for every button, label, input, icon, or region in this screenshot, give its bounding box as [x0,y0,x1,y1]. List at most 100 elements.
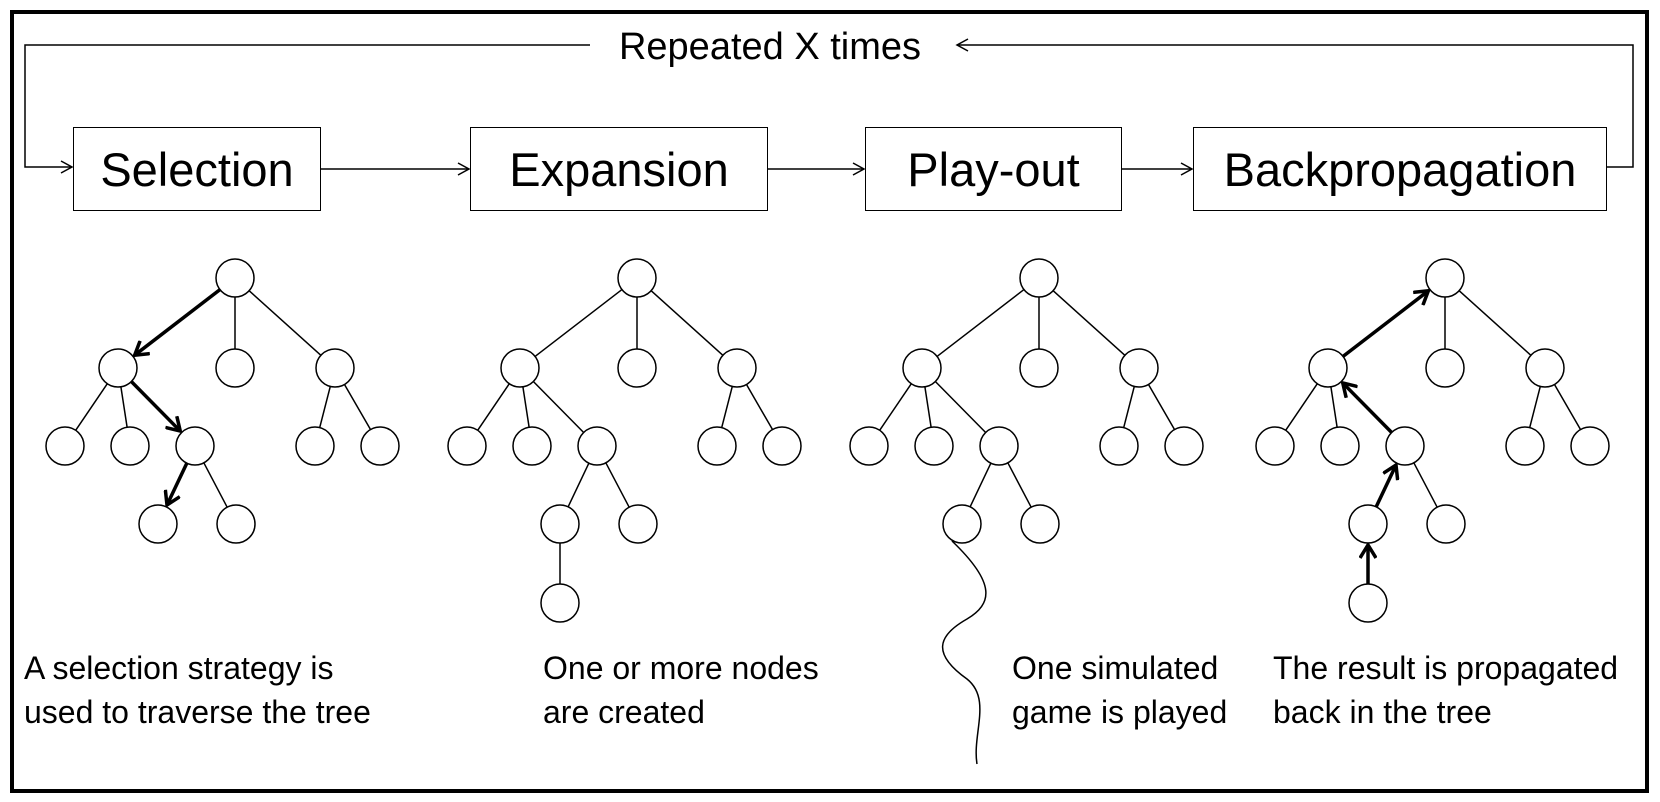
tree-edge [1413,462,1438,508]
tree-node [1348,583,1388,623]
tree-node [512,426,552,466]
traversal-arrow [1374,465,1396,508]
caption-backpropagation-line-1: The result is propagated [1273,650,1619,686]
tree-node [849,426,889,466]
tree-node [215,348,255,388]
loop-label: Repeated X times [590,22,950,72]
tree-edge [1007,462,1032,508]
caption-expansion-line-1: One or more nodes [543,650,819,686]
tree-node [1425,348,1465,388]
caption-backpropagation: The result is propagated back in the tre… [1273,646,1618,734]
tree-node [1425,258,1465,298]
stage-box-backpropagation[interactable]: Backpropagation [1193,127,1607,211]
tree-selection [45,258,400,544]
loop-line [955,38,1634,168]
tree-edge [969,462,992,508]
tree-edge [248,290,322,356]
tree-edge [120,386,128,428]
stage-box-expansion[interactable]: Expansion [470,127,768,211]
caption-playout: One simulated game is played [1012,646,1227,734]
tree-node [1348,504,1388,544]
tree-edge [532,380,585,434]
tree-edge [879,383,912,431]
tree-edge [522,386,530,428]
tree-node [1385,426,1425,466]
tree-node [540,583,580,623]
caption-playout-line-2: game is played [1012,694,1228,730]
tree-node [215,258,255,298]
tree-node [577,426,617,466]
tree-edge [1553,384,1582,430]
tree-node [979,426,1019,466]
tree-edge [343,384,372,430]
tree-playout [849,258,1204,765]
caption-selection-line-2: used to traverse the tree [24,694,371,730]
traversal-arrow [1343,383,1393,434]
tree-node [762,426,802,466]
tree-edge [720,386,734,428]
tree-edge [745,384,774,430]
traversal-arrow [1341,291,1428,358]
tree-node [1308,348,1348,388]
tree-node [500,348,540,388]
tree-edge [1330,386,1338,428]
tree-node [1119,348,1159,388]
tree-edge [477,383,510,431]
tree-node [717,348,757,388]
tree-edge [1285,383,1318,431]
loop-line-return [24,44,590,174]
tree-edge [650,290,724,356]
tree-node [1019,348,1059,388]
stage-box-playout[interactable]: Play-out [865,127,1122,211]
tree-node [295,426,335,466]
tree-edge [1147,384,1176,430]
tree-edge [534,288,623,358]
caption-selection-line-1: A selection strategy is [24,650,334,686]
caption-expansion: One or more nodes are created [543,646,819,734]
tree-node [98,348,138,388]
caption-backpropagation-line-2: back in the tree [1273,694,1492,730]
caption-selection: A selection strategy is used to traverse… [24,646,371,734]
tree-edge [1458,290,1532,356]
tree-node [216,504,256,544]
tree-node [914,426,954,466]
tree-node [360,426,400,466]
tree-node [45,426,85,466]
traversal-arrow [130,380,180,432]
tree-node [617,258,657,298]
tree-node [175,426,215,466]
tree-node [1320,426,1360,466]
tree-edge [75,383,108,431]
tree-node [540,504,580,544]
traversal-arrow [167,462,189,505]
tree-node [138,504,178,544]
tree-node [617,348,657,388]
tree-edge [318,386,332,428]
caption-expansion-line-2: are created [543,694,705,730]
tree-node [1164,426,1204,466]
tree-node [618,504,658,544]
tree-node [697,426,737,466]
tree-node [1570,426,1610,466]
tree-edge [924,386,932,428]
tree-expansion [447,258,802,623]
diagram-frame [10,10,1649,793]
tree-node [1019,258,1059,298]
tree-node [942,504,982,544]
tree-node [447,426,487,466]
stage-box-selection[interactable]: Selection [73,127,321,211]
caption-playout-line-1: One simulated [1012,650,1219,686]
tree-edge [1052,290,1126,356]
tree-node [1426,504,1466,544]
tree-backpropagation [1255,258,1610,623]
tree-edge [203,462,228,508]
tree-node [1505,426,1545,466]
tree-node [1099,426,1139,466]
tree-edge [1122,386,1136,428]
traversal-arrow [135,288,222,356]
tree-node [315,348,355,388]
tree-edge [1528,386,1542,428]
tree-edge [605,462,630,508]
tree-edge [934,380,987,434]
